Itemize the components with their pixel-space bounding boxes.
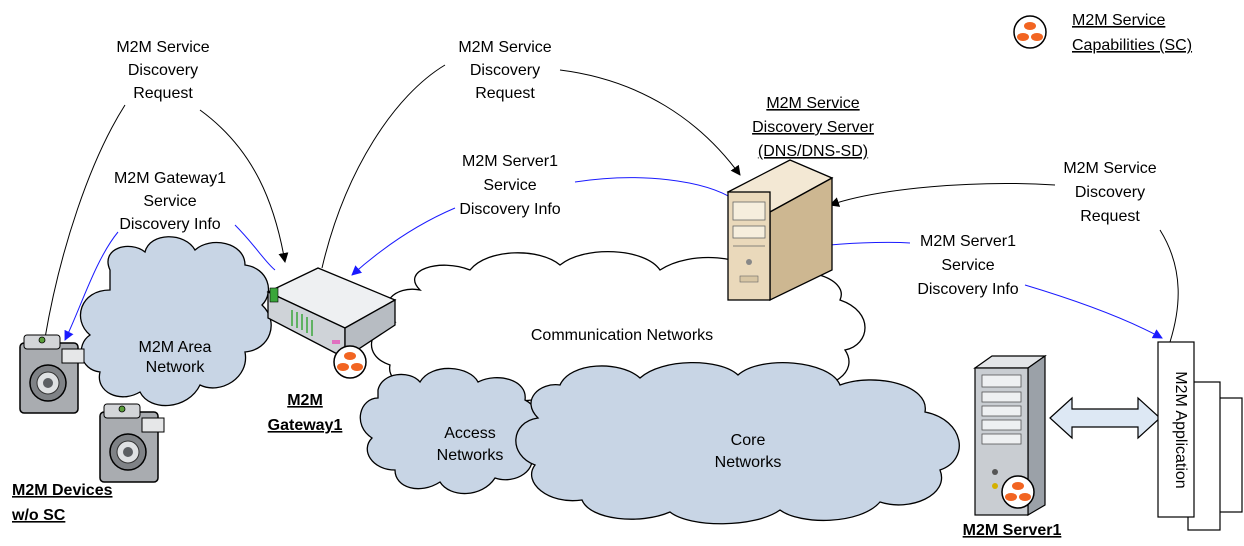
- server-info-right-label-1: M2M Server1: [920, 233, 1016, 250]
- server-info-right-label-3: Discovery Info: [917, 281, 1018, 298]
- gateway-sc-icon: [333, 345, 367, 379]
- mid-request-label-3: Request: [475, 85, 535, 102]
- discovery-server-label-1: M2M Service: [766, 95, 859, 112]
- left-request-label-2: Discovery: [128, 62, 198, 79]
- left-request-label-3: Request: [133, 85, 193, 102]
- right-request-arrow: [829, 183, 1056, 207]
- core-networks-label-1: Core: [731, 432, 766, 449]
- access-networks-label-2: Networks: [437, 447, 504, 464]
- server-info-mid-label-1: M2M Server1: [462, 153, 558, 170]
- camera-icon-2: [99, 403, 165, 483]
- server-sc-icon: [1001, 475, 1035, 509]
- server-info-right-label-2: Service: [941, 257, 994, 274]
- legend-label-1: M2M Service: [1072, 12, 1165, 29]
- gateway-info-label-1: M2M Gateway1: [114, 170, 226, 187]
- communication-networks-label: Communication Networks: [531, 327, 713, 344]
- left-request-line-to-camera: [44, 104, 126, 339]
- server-info-right-arrow: [1024, 284, 1163, 339]
- server-info-right-line: [829, 241, 911, 246]
- discovery-server-label-2: Discovery Server: [752, 119, 874, 136]
- devices-label-2: w/o SC: [11, 507, 66, 524]
- gateway-label-2: Gateway1: [268, 417, 343, 434]
- core-networks-cloud: [515, 361, 960, 525]
- gateway-info-line: [234, 224, 276, 271]
- core-networks-label-2: Networks: [715, 454, 782, 471]
- devices-label-1: M2M Devices: [12, 482, 113, 499]
- m2m-area-network-cloud: [79, 236, 272, 407]
- left-request-arrow: [199, 109, 289, 263]
- mid-request-line-to-gateway: [321, 64, 446, 269]
- server-label: M2M Server1: [963, 522, 1062, 539]
- mid-request-arrow: [559, 69, 741, 176]
- area-network-label-2: Network: [146, 359, 206, 376]
- application-label: M2M Application: [1172, 371, 1189, 488]
- right-request-label-1: M2M Service: [1063, 160, 1156, 177]
- sc-legend-icon: [1013, 15, 1047, 49]
- left-request-label-1: M2M Service: [116, 39, 209, 56]
- camera-icon-1: [19, 334, 85, 414]
- application-box: [1157, 341, 1195, 518]
- server-application-double-arrow: [1049, 396, 1161, 440]
- legend-label-2: Capabilities (SC): [1072, 37, 1192, 54]
- server-info-mid-label-2: Service: [483, 177, 536, 194]
- server-info-mid-arrow: [351, 207, 456, 276]
- right-request-label-3: Request: [1080, 208, 1140, 225]
- gateway-label-1: M2M: [287, 392, 323, 409]
- mid-request-label-2: Discovery: [470, 62, 540, 79]
- discovery-server-icon: [726, 159, 834, 302]
- right-request-line-to-app: [1159, 229, 1179, 343]
- application-box-back-2: [1217, 397, 1243, 513]
- gateway-icon: [266, 267, 397, 360]
- area-network-label-1: M2M Area: [139, 339, 212, 356]
- right-request-label-2: Discovery: [1075, 184, 1145, 201]
- discovery-server-label-3: (DNS/DNS-SD): [758, 143, 868, 160]
- access-networks-cloud: [359, 367, 542, 495]
- gateway-info-label-3: Discovery Info: [119, 216, 220, 233]
- server-info-mid-label-3: Discovery Info: [459, 201, 560, 218]
- gateway-info-arrow: [64, 231, 119, 341]
- access-networks-label-1: Access: [444, 425, 496, 442]
- mid-request-label-1: M2M Service: [458, 39, 551, 56]
- server-info-mid-line: [574, 177, 736, 201]
- gateway-info-label-2: Service: [143, 193, 196, 210]
